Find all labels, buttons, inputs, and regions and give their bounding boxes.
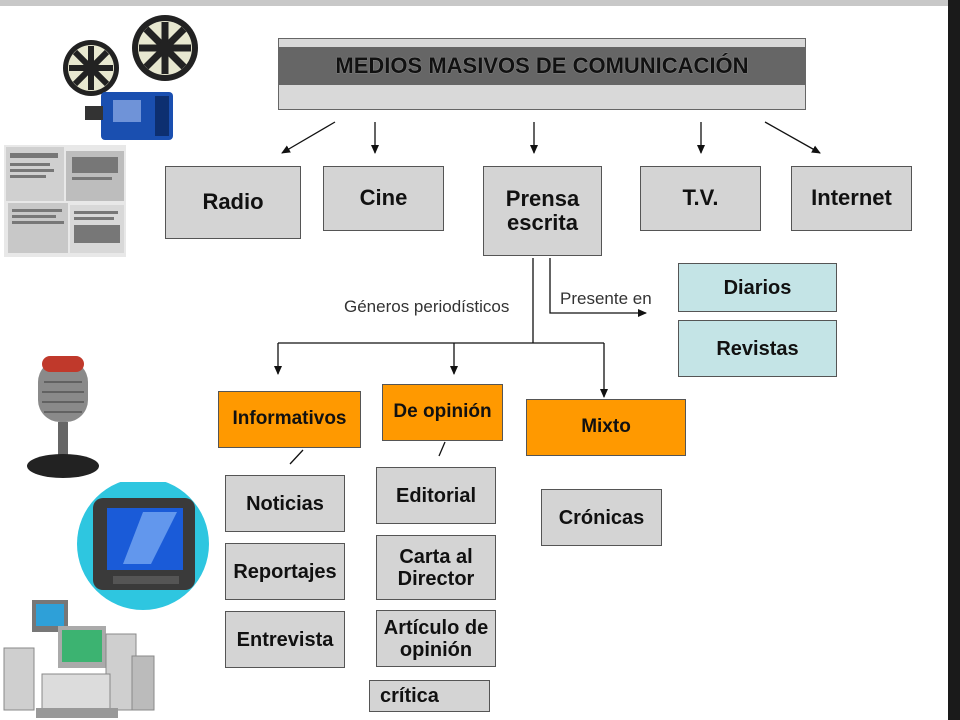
node-reportajes: Reportajes <box>225 543 345 600</box>
node-mixto: Mixto <box>526 399 686 456</box>
top-border <box>0 0 960 6</box>
node-articulo-de-opinion: Artículo de opinión <box>376 610 496 667</box>
node-editorial: Editorial <box>376 467 496 524</box>
diagram-title: MEDIOS MASIVOS DE COMUNICACIÓN <box>335 53 749 78</box>
node-internet: Internet <box>791 166 912 231</box>
node-entrevista: Entrevista <box>225 611 345 668</box>
node-de-opinion: De opinión <box>382 384 503 441</box>
node-carta-al-director: Carta al Director <box>376 535 496 600</box>
node-cronicas: Crónicas <box>541 489 662 546</box>
node-tv: T.V. <box>640 166 761 231</box>
node-informativos: Informativos <box>218 391 361 448</box>
node-noticias: Noticias <box>225 475 345 532</box>
node-radio: Radio <box>165 166 301 239</box>
title-box: MEDIOS MASIVOS DE COMUNICACIÓN <box>278 38 806 110</box>
arrow-to-radio <box>281 121 336 154</box>
tick-opinion <box>438 441 446 457</box>
label-generos-periodisticos: Géneros periodísticos <box>344 297 510 316</box>
television-icon <box>77 482 209 610</box>
label-presente-en: Presente en <box>560 289 652 308</box>
arrow-to-internet <box>764 121 821 154</box>
computer-icon <box>3 600 155 718</box>
right-edge <box>948 0 960 720</box>
node-critica: crítica <box>369 680 490 712</box>
node-diarios: Diarios <box>678 263 837 312</box>
arrow-presente <box>549 258 647 317</box>
title-band: MEDIOS MASIVOS DE COMUNICACIÓN <box>279 47 805 85</box>
newspaper-icon <box>4 145 126 257</box>
node-prensa-escrita: Prensa escrita <box>483 166 602 256</box>
node-cine: Cine <box>323 166 444 231</box>
node-revistas: Revistas <box>678 320 837 377</box>
microphone-icon <box>27 356 99 478</box>
tick-informativos <box>289 449 304 465</box>
film-projector-icon <box>63 15 198 140</box>
